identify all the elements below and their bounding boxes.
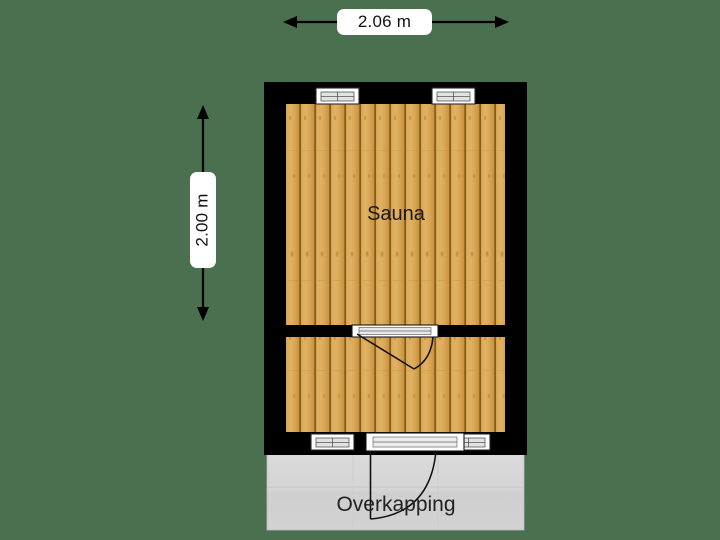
window-top-right <box>431 87 476 105</box>
dimension-top-value: 2.06 m <box>357 12 412 31</box>
interior-door <box>351 324 439 370</box>
lower-room-floor <box>286 337 505 432</box>
window-top-left <box>315 87 360 105</box>
sauna-room-label: Sauna <box>367 203 425 225</box>
dimension-left-label: 2.00 m <box>190 172 216 268</box>
overkapping-label: Overkapping <box>336 493 456 516</box>
dimension-left-value: 2.00 m <box>193 193 213 247</box>
entry-door <box>365 432 465 520</box>
dimension-top-label: 2.06 m <box>337 9 432 35</box>
overkapping-area <box>266 452 525 531</box>
sauna-room-floor <box>286 104 505 325</box>
window-bottom-left <box>310 433 355 451</box>
